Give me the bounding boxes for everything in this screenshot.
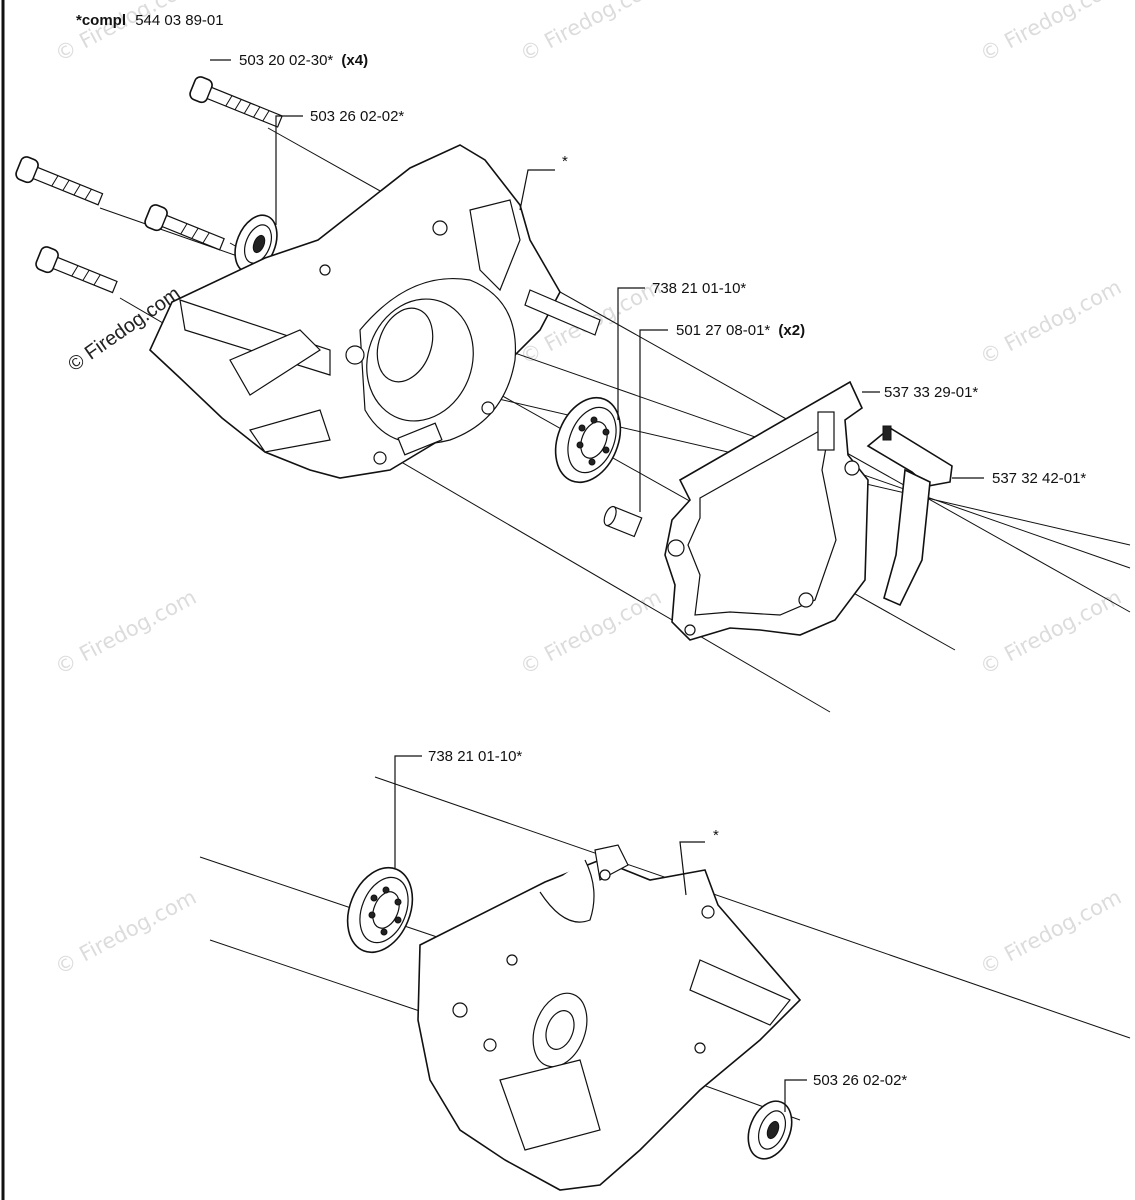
top-callouts: 503 20 02-30* (x4) 503 26 02-02* * 738 2… — [210, 52, 1086, 512]
watermark: © Firedog.com — [51, 885, 200, 980]
compl-number: 544 03 89-01 — [135, 12, 223, 29]
screw-3 — [144, 204, 225, 251]
lever — [866, 425, 953, 607]
callout-crankcase-top: * — [562, 153, 568, 170]
watermark: © Firedog.com — [516, 585, 665, 680]
gasket — [664, 380, 869, 641]
watermark: © Firedog.com — [516, 0, 665, 66]
watermark: © Firedog.com — [976, 885, 1125, 980]
screw-4 — [35, 246, 118, 294]
watermark: © Firedog.com — [51, 0, 200, 66]
screw-2 — [15, 156, 104, 206]
callout-sleeve: 501 27 08-01* (x2) — [676, 322, 805, 339]
sleeve-1 — [603, 505, 643, 538]
seal-ring-bottom — [747, 1100, 793, 1160]
callout-seal-bottom: 503 26 02-02* — [813, 1072, 907, 1089]
callout-gasket: 537 33 29-01* — [884, 384, 978, 401]
watermark: © Firedog.com — [976, 585, 1125, 680]
bottom-callouts: 738 21 01-10* * 503 26 02-02* — [394, 748, 907, 1112]
compl-prefix: *compl — [76, 12, 126, 29]
watermarks: © Firedog.com © Firedog.com © Firedog.co… — [51, 0, 1125, 979]
screw-1 — [189, 76, 283, 128]
callout-seal-top: 503 26 02-02* — [310, 108, 404, 125]
callout-lever: 537 32 42-01* — [992, 470, 1086, 487]
crankcase-half-bottom — [417, 844, 802, 1191]
callout-crankcase-bottom: * — [713, 827, 719, 844]
watermark: © Firedog.com — [51, 585, 200, 680]
watermark: © Firedog.com — [976, 275, 1125, 370]
screw-set — [15, 76, 283, 294]
compl-header: *compl 544 03 89-01 — [76, 12, 224, 29]
callout-bearing-top: 738 21 01-10* — [652, 280, 746, 297]
watermark: © Firedog.com — [976, 0, 1125, 66]
callout-screw: 503 20 02-30* (x4) — [239, 52, 368, 69]
crankcase-half-top — [149, 144, 601, 479]
callout-bearing-bottom: 738 21 01-10* — [428, 748, 522, 765]
bearing-top — [554, 396, 622, 484]
bearing-bottom — [346, 866, 414, 954]
